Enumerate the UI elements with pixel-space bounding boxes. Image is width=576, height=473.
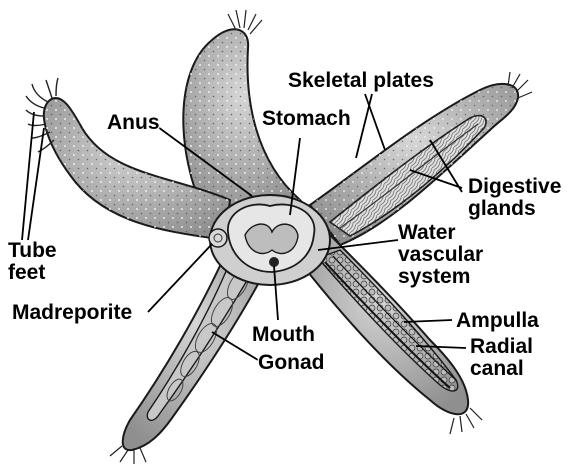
leader-skeletal-plates-2: [365, 94, 385, 150]
label-stomach: Stomach: [262, 108, 351, 130]
label-radial-canal: Radial canal: [470, 336, 533, 380]
leader-skeletal-plates-1: [356, 94, 372, 158]
label-tube-feet: Tube feet: [8, 240, 57, 284]
label-gonad: Gonad: [258, 352, 325, 374]
label-madreporite: Madreporite: [12, 302, 132, 324]
gonad-region: [147, 262, 258, 420]
label-water-vascular-system: Water vascular system: [398, 222, 483, 288]
central-disk: [209, 195, 330, 285]
label-skeletal-plates: Skeletal plates: [288, 70, 434, 92]
leader-tube-feet-1: [22, 112, 34, 240]
label-ampulla: Ampulla: [456, 310, 539, 332]
label-mouth: Mouth: [252, 324, 315, 346]
label-anus: Anus: [107, 112, 160, 134]
label-digestive-glands: Digestive glands: [468, 176, 561, 220]
mouth-opening: [269, 257, 279, 267]
arm-lower-left: [110, 255, 270, 464]
